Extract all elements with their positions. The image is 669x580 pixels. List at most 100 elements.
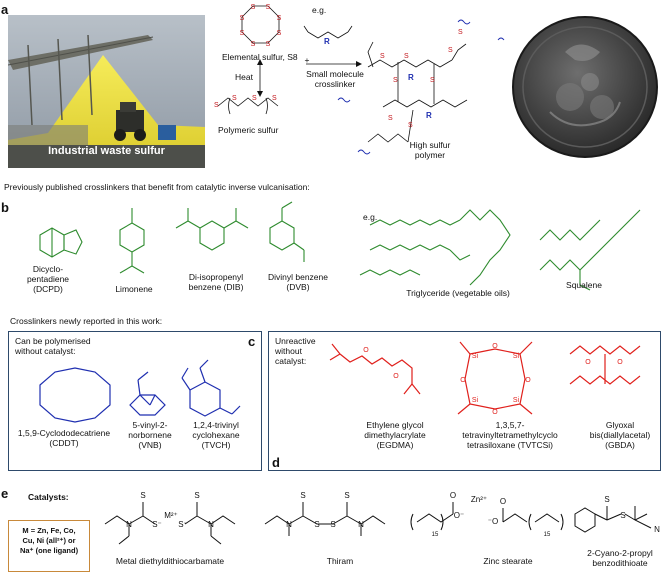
dvb-label: Divinyl benzene (DVB) bbox=[267, 272, 328, 292]
svg-text:Zn²⁺: Zn²⁺ bbox=[471, 495, 487, 504]
svg-text:O: O bbox=[363, 347, 369, 354]
svg-text:15: 15 bbox=[432, 532, 439, 538]
eg-label-b: e.g. bbox=[363, 212, 378, 222]
metal-options-box bbox=[8, 520, 90, 572]
newly-reported-caption: Crosslinkers newly reported in this work… bbox=[10, 316, 163, 326]
svg-text:N: N bbox=[654, 525, 660, 534]
industrial-sulfur-photo: Industrial waste sulfur bbox=[8, 15, 205, 168]
zinc-stearate-label: Zinc stearate bbox=[483, 556, 533, 566]
thiram-label: Thiram bbox=[326, 556, 354, 566]
previously-published-caption: Previously published crosslinkers that b… bbox=[4, 182, 310, 192]
svg-text:S: S bbox=[266, 4, 271, 11]
svg-text:S: S bbox=[240, 30, 245, 37]
cddt-label: 1,5,9-Cyclododecatriene (CDDT) bbox=[17, 428, 111, 448]
svg-text:S: S bbox=[448, 47, 453, 54]
svg-text:O: O bbox=[525, 377, 531, 384]
small-molecule-label: Small molecule crosslinker bbox=[306, 69, 364, 89]
squalene-label: Squalene bbox=[566, 280, 602, 290]
triglyceride-label: Triglyceride (vegetable oils) bbox=[406, 288, 510, 298]
svg-text:S: S bbox=[251, 41, 256, 48]
svg-text:O: O bbox=[500, 497, 506, 506]
panel-d-header: Unreactive without catalyst: bbox=[275, 336, 316, 366]
svg-text:O⁻: O⁻ bbox=[454, 511, 464, 520]
panel-a-letter: a bbox=[1, 2, 9, 17]
svg-text:S: S bbox=[140, 491, 145, 500]
svg-text:S: S bbox=[251, 4, 256, 11]
svg-text:S: S bbox=[232, 95, 237, 102]
gbda-label: Glyoxal bis(diallylacetal) (GBDA) bbox=[589, 420, 651, 450]
panel-c-header: Can be polymerised without catalyst: bbox=[15, 336, 91, 356]
svg-text:O: O bbox=[617, 359, 623, 366]
heat-label: Heat bbox=[235, 72, 253, 82]
svg-text:S: S bbox=[272, 95, 277, 102]
egdma-label: Ethylene glycol dimethylacrylate (EGDMA) bbox=[364, 420, 426, 450]
elemental-sulfur-label: Elemental sulfur, S8 bbox=[222, 52, 298, 62]
vnb-label: 5-vinyl-2- norbornene (VNB) bbox=[128, 420, 172, 450]
svg-text:S: S bbox=[430, 77, 435, 84]
metal-dtc-label: Metal diethyldithiocarbamate bbox=[115, 556, 225, 566]
svg-text:O: O bbox=[492, 343, 498, 350]
svg-text:S: S bbox=[240, 15, 245, 22]
panel-d-box bbox=[268, 331, 661, 471]
svg-text:R: R bbox=[324, 37, 330, 46]
high-sulfur-label: High sulfur polymer bbox=[409, 140, 451, 160]
panel-c-letter: c bbox=[248, 334, 256, 349]
svg-text:S: S bbox=[388, 115, 393, 122]
metal-options-text: M = Zn, Fe, Co, Cu, Ni (all²⁺) or Na⁺ (o… bbox=[19, 526, 79, 555]
svg-text:R: R bbox=[408, 73, 414, 82]
panel-d-letter: d bbox=[272, 455, 280, 470]
svg-text:N: N bbox=[286, 520, 292, 529]
svg-text:S: S bbox=[330, 520, 335, 529]
dcpd-label: Dicyclo- pentadiene (DCPD) bbox=[26, 264, 70, 294]
panel-b-structures bbox=[39, 201, 641, 291]
svg-text:S: S bbox=[194, 491, 199, 500]
cyano-propyl-label: 2-Cyano-2-propyl benzodithioate bbox=[587, 548, 653, 568]
svg-text:S: S bbox=[408, 122, 413, 129]
tvtcsi-label: 1,3,5,7- tetravinyltetramethylcyclo tetr… bbox=[462, 420, 558, 450]
panel-c-structures bbox=[39, 359, 241, 423]
limonene-label: Limonene bbox=[115, 284, 153, 294]
polymeric-sulfur-label: Polymeric sulfur bbox=[218, 125, 279, 135]
svg-text:S⁻: S⁻ bbox=[152, 520, 162, 529]
svg-text:S⁻: S⁻ bbox=[178, 520, 188, 529]
tvch-label: 1,2,4-trivinyl cyclohexane (TVCH) bbox=[192, 420, 240, 450]
eg-label-a: e.g. bbox=[312, 5, 327, 15]
svg-text:S: S bbox=[252, 95, 257, 102]
svg-text:S: S bbox=[404, 53, 409, 60]
svg-text:S: S bbox=[214, 102, 219, 109]
polymer-medallion-photo bbox=[512, 16, 658, 158]
svg-text:Si: Si bbox=[472, 397, 479, 404]
sulfur-pile-illustration bbox=[8, 15, 205, 168]
svg-text:N: N bbox=[208, 520, 214, 529]
svg-text:S: S bbox=[458, 29, 463, 36]
panel-e-letter: e bbox=[1, 486, 9, 501]
svg-text:S: S bbox=[393, 77, 398, 84]
svg-text:O: O bbox=[393, 373, 399, 380]
svg-text:Si: Si bbox=[513, 397, 520, 404]
svg-text:15: 15 bbox=[544, 532, 551, 538]
svg-text:S: S bbox=[277, 15, 282, 22]
svg-text:M²⁺: M²⁺ bbox=[164, 511, 178, 520]
svg-text:S: S bbox=[344, 491, 349, 500]
panel-b-letter: b bbox=[1, 200, 9, 215]
plus-sign: + bbox=[304, 55, 310, 65]
svg-text:O: O bbox=[450, 491, 456, 500]
s8-ring bbox=[241, 5, 280, 44]
svg-text:Si: Si bbox=[472, 353, 479, 360]
svg-text:S: S bbox=[380, 53, 385, 60]
svg-text:N: N bbox=[358, 520, 364, 529]
svg-text:⁻O: ⁻O bbox=[488, 517, 498, 526]
svg-text:R: R bbox=[426, 111, 432, 120]
svg-text:O: O bbox=[492, 409, 498, 416]
svg-text:O: O bbox=[585, 359, 591, 366]
svg-text:N: N bbox=[126, 520, 132, 529]
panel-c-box bbox=[8, 331, 262, 471]
svg-text:S: S bbox=[300, 491, 305, 500]
photo-caption: Industrial waste sulfur bbox=[48, 145, 165, 157]
svg-text:S: S bbox=[604, 495, 609, 504]
svg-text:Si: Si bbox=[513, 353, 520, 360]
svg-text:S: S bbox=[277, 30, 282, 37]
